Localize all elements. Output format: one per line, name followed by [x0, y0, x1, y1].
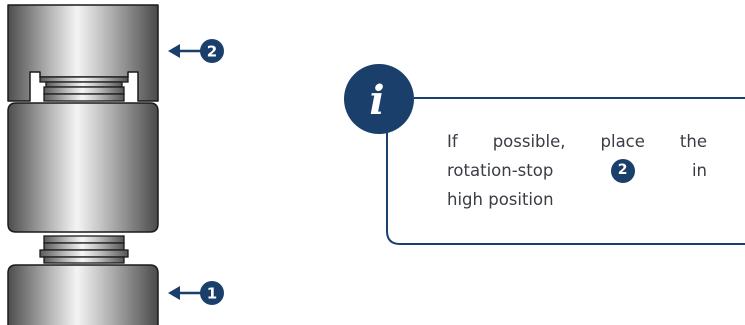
- callout-2: 2: [168, 39, 224, 63]
- info-icon-glyph: i: [369, 77, 384, 124]
- lower-neck-rings: [39, 235, 129, 264]
- upper-neck-rings: [39, 76, 129, 102]
- callout-badge: [200, 281, 224, 305]
- info-line-3: high position: [447, 190, 554, 209]
- info-line-2-after: in: [691, 161, 707, 180]
- inline-callout-badge: 2: [610, 158, 635, 183]
- callout-1: 1: [168, 281, 224, 305]
- info-icon: [344, 64, 414, 134]
- info-line-2: rotation-stop 2 in: [447, 156, 707, 185]
- info-line-1: If possible, place the: [447, 132, 707, 151]
- info-text: If possible, place the rotation-stop 2 i…: [447, 127, 707, 214]
- arrow-left-icon: [168, 44, 201, 58]
- callout-number: 2: [207, 43, 217, 61]
- callout-number: 1: [207, 285, 217, 303]
- callout-badge: [200, 39, 224, 63]
- lower-block: [7, 264, 159, 325]
- info-box: i: [344, 64, 745, 245]
- shaft-body: [7, 102, 159, 233]
- arrow-left-icon: [168, 286, 201, 300]
- info-line-2-before: rotation-stop: [447, 161, 554, 180]
